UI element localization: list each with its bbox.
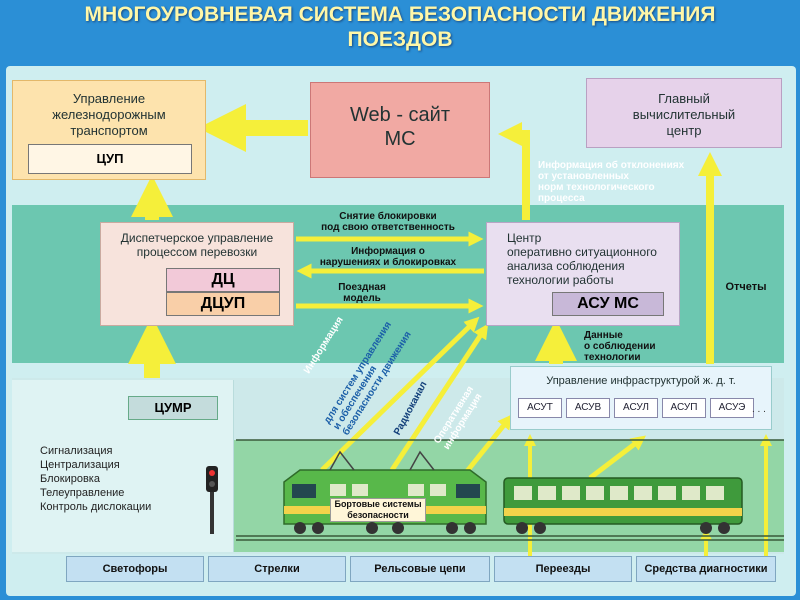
rails — [236, 439, 784, 541]
uzt-line-3: транспортом — [70, 123, 148, 138]
main-computing-center-box: Главный вычислительный центр — [586, 78, 782, 148]
page-title: МНОГОУРОВНЕВАЯ СИСТЕМА БЕЗОПАСНОСТИ ДВИЖ… — [0, 2, 800, 52]
cumr-box: ЦУМР — [128, 396, 218, 420]
traffic-lights-box: Светофоры — [66, 556, 204, 582]
label-unblock: Снятие блокировки под свою ответственнос… — [300, 211, 476, 233]
dc-box: ДЦ — [166, 268, 280, 292]
gvc-line-1: Главный — [658, 91, 710, 106]
uzt-line-1: Управление — [72, 91, 146, 106]
label-deviations: Информация об отклонениях от установленн… — [538, 160, 708, 204]
asu-ms-box: АСУ МС — [552, 292, 664, 316]
label-compliance-line-1: Данные — [584, 330, 623, 341]
cup-box: ЦУП — [28, 144, 192, 174]
label-violations-line-1: Информация о — [351, 246, 425, 257]
onboard-safety-systems-box: Бортовые системы безопасности — [330, 498, 426, 522]
onboard-line-1: Бортовые системы — [334, 499, 422, 509]
signal-item: Контроль дислокации — [40, 501, 152, 513]
signal-item: Централизация — [40, 459, 120, 471]
gvc-line-2: вычислительный — [632, 107, 736, 122]
center-line-1: Центр — [507, 231, 542, 245]
title-line-1: МНОГОУРОВНЕВАЯ СИСТЕМА БЕЗОПАСНОСТИ ДВИЖ… — [84, 3, 716, 26]
crossings-box: Переезды — [494, 556, 632, 582]
web-line-1: Web - сайт — [350, 104, 450, 126]
label-violations-line-2: нарушениях и блокировках — [319, 257, 457, 268]
website-box: Web - сайт МС — [310, 82, 490, 178]
title-line-2: ПОЕЗДОВ — [347, 28, 453, 51]
uzt-line-2: железнодорожным — [52, 107, 166, 122]
asue-box: АСУЭ — [710, 398, 754, 418]
more-systems-ellipsis: . . . — [752, 404, 766, 415]
traffic-light-icon — [206, 466, 218, 534]
label-unblock-line-1: Снятие блокировки — [339, 211, 437, 222]
arrow-radio — [389, 323, 489, 472]
signal-item: Блокировка — [40, 473, 100, 485]
center-line-4: технологии работы — [507, 273, 614, 287]
arrow-wagon-to-ui — [588, 435, 646, 480]
label-compliance-line-3: технологии — [584, 352, 641, 363]
du-line-2: процессом перевозки — [136, 245, 258, 259]
switches-box: Стрелки — [208, 556, 346, 582]
label-violations: Информация о нарушениях и блокировках — [300, 246, 476, 268]
asut-box: АСУТ — [518, 398, 562, 418]
asuv-box: АСУВ — [566, 398, 610, 418]
passenger-wagon — [503, 477, 743, 534]
asup-box: АСУП — [662, 398, 706, 418]
diagnostics-box: Средства диагностики — [636, 556, 776, 582]
label-deviations-line-3: норм технологического — [538, 182, 655, 193]
asul-box: АСУЛ — [614, 398, 658, 418]
arrow-center-to-web — [498, 122, 530, 220]
arrow-train-info — [320, 316, 480, 472]
label-train-model: Поездная модель — [300, 282, 424, 304]
ui-label: Управление инфраструктурой ж. д. т. — [546, 375, 736, 387]
label-deviations-line-1: Информация об отклонениях — [538, 160, 685, 171]
gvc-line-3: центр — [666, 123, 702, 138]
signalling-list: Сигнализация Централизация Блокировка Те… — [40, 444, 220, 514]
label-model-line-1: Поездная — [338, 282, 386, 293]
web-line-2: МС — [384, 128, 416, 150]
onboard-line-2: безопасности — [347, 510, 409, 520]
label-model-line-2: модель — [343, 293, 381, 304]
track-circuits-box: Рельсовые цепи — [350, 556, 490, 582]
du-line-1: Диспетчерское управление — [120, 231, 274, 245]
signal-item: Сигнализация — [40, 445, 113, 457]
label-compliance-data: Данные о соблюдении технологии — [584, 330, 684, 363]
label-reports: Отчеты — [725, 281, 767, 293]
center-line-2: оперативно ситуационного — [507, 245, 657, 259]
signal-item: Телеуправление — [40, 487, 125, 499]
dcup-box: ДЦУП — [166, 292, 280, 316]
center-line-3: анализа соблюдения — [507, 259, 625, 273]
label-deviations-line-2: от установленных — [538, 171, 629, 182]
label-deviations-line-4: процесса — [538, 193, 585, 204]
label-compliance-line-2: о соблюдении — [584, 341, 656, 352]
label-unblock-line-2: под свою ответственность — [321, 222, 455, 233]
